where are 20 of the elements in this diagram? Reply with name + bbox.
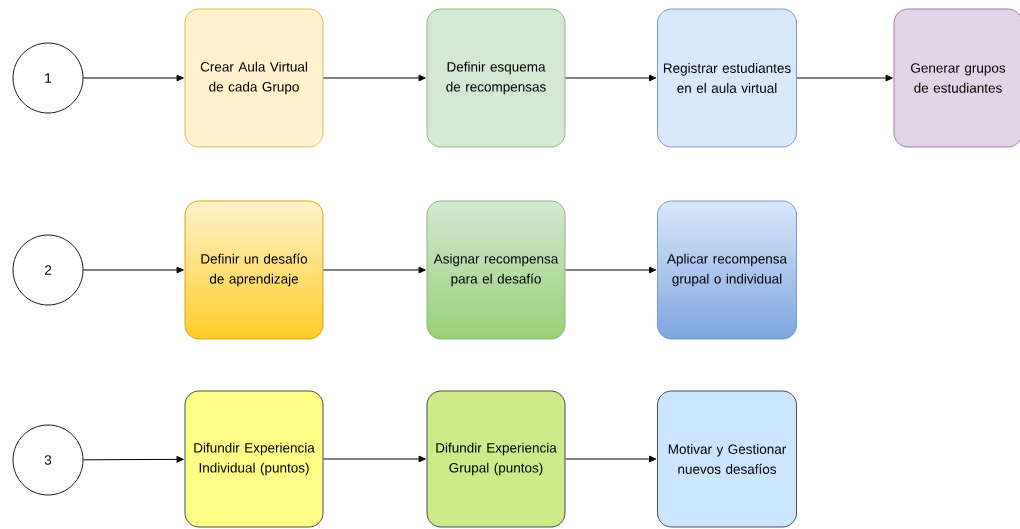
process-box: Difundir Experiencia Individual (puntos) xyxy=(184,390,324,528)
arrow xyxy=(796,74,893,82)
process-box: Definir esquema de recompensas xyxy=(426,8,566,148)
arrow xyxy=(322,266,426,274)
arrow xyxy=(82,74,184,82)
process-box: Motivar y Gestionar nuevos desafíos xyxy=(657,390,797,528)
process-box: Crear Aula Virtual de cada Grupo xyxy=(184,8,324,148)
arrow xyxy=(564,266,657,274)
arrow xyxy=(82,266,184,274)
process-box: Aplicar recompensa grupal o individual xyxy=(657,200,797,340)
process-box: Definir un desafío de aprendizaje xyxy=(184,200,324,340)
process-box: Registrar estudiantes en el aula virtual xyxy=(657,8,797,148)
arrow xyxy=(564,74,657,82)
process-box: Asignar recompensa para el desafío xyxy=(426,200,566,340)
arrow xyxy=(322,455,426,463)
arrow xyxy=(322,74,426,82)
process-box: Generar grupos de estudiantes xyxy=(893,8,1020,148)
process-box: Difundir Experiencia Grupal (puntos) xyxy=(426,390,566,528)
arrow xyxy=(564,455,657,463)
arrow xyxy=(82,456,184,463)
